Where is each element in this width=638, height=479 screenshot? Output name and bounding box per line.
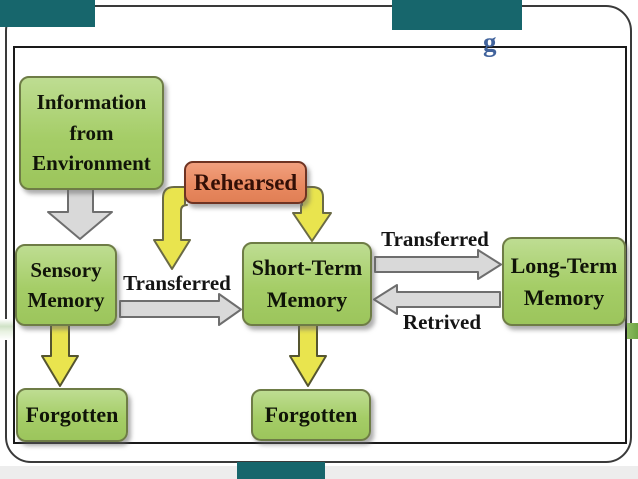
forgotten-box-right: Forgotten [251, 389, 371, 441]
bottom-accent-bar [237, 462, 325, 479]
forgotten-box-left: Forgotten [16, 388, 128, 442]
corner-accent-top-left [0, 0, 95, 27]
retrived-label: Retrived [402, 310, 482, 334]
arrow-sensory-to-forgotten [41, 323, 79, 387]
sensory-memory-box: Sensory Memory [15, 244, 117, 326]
arrow-short-to-long [374, 249, 502, 280]
arrow-rehearsed-left-loop [153, 186, 191, 270]
arrow-long-to-short [373, 284, 501, 315]
title-descender-g: g [483, 27, 497, 57]
arrow-info-to-sensory [47, 186, 113, 240]
right-edge-marker [627, 323, 638, 339]
transferred-label-right: Transferred [381, 227, 489, 251]
transferred-label-left: Transferred [123, 271, 231, 295]
rehearsed-box: Rehearsed [184, 161, 307, 204]
left-edge-stripe [0, 319, 13, 340]
short-term-memory-box: Short-Term Memory [242, 242, 372, 326]
long-term-memory-box: Long-Term Memory [502, 237, 626, 326]
arrow-short-to-forgotten [289, 322, 327, 387]
info-from-environment-box: Information from Environment [19, 76, 164, 190]
arrow-sensory-to-short [119, 293, 242, 326]
corner-accent-top-right [392, 0, 522, 30]
